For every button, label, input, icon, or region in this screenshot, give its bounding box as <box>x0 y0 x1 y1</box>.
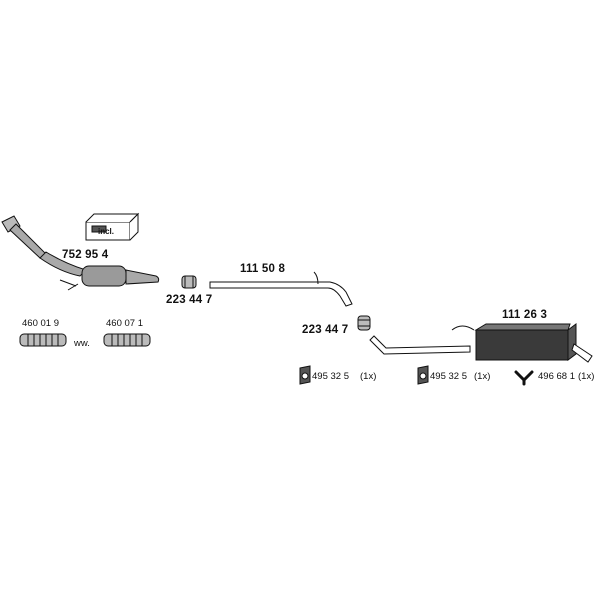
clamp-front-part-number: 223 44 7 <box>166 294 213 306</box>
y-mount-part-number: 496 68 1 <box>538 371 575 382</box>
rear-silencer[interactable] <box>369 323 593 363</box>
rubber-mount-a-qty: (1x) <box>360 371 377 382</box>
y-mount-qty: (1x) <box>578 371 595 382</box>
clamp-icon-front[interactable] <box>181 275 197 289</box>
rubber-mount-b-part-number: 495 32 5 <box>430 371 467 382</box>
y-hanger-icon[interactable] <box>514 370 534 386</box>
gasket-box-icon <box>85 212 140 241</box>
rubber-mount-a-part-number: 495 32 5 <box>312 371 349 382</box>
incl-label: incl. <box>98 227 115 236</box>
rubber-mount-b-qty: (1x) <box>474 371 491 382</box>
middle-pipe[interactable] <box>209 271 353 307</box>
alternative-separator: ww. <box>74 338 90 349</box>
rear-silencer-part-number: 111 26 3 <box>502 309 548 321</box>
flex-pipe-b-part-number: 460 07 1 <box>106 318 143 329</box>
clamp-icon-rear[interactable] <box>357 315 371 331</box>
catalyst-part-number: 752 95 4 <box>62 249 109 261</box>
front-pipe-catalyst[interactable] <box>1 215 160 291</box>
flex-pipe-icon-a[interactable] <box>19 333 67 347</box>
clamp-rear-part-number: 223 44 7 <box>302 324 349 336</box>
middle-pipe-part-number: 111 50 8 <box>240 263 286 275</box>
flex-pipe-icon-b[interactable] <box>103 333 151 347</box>
rubber-mount-icon-a[interactable] <box>299 365 311 385</box>
flex-pipe-a-part-number: 460 01 9 <box>22 318 59 329</box>
rubber-mount-icon-b[interactable] <box>417 365 429 385</box>
